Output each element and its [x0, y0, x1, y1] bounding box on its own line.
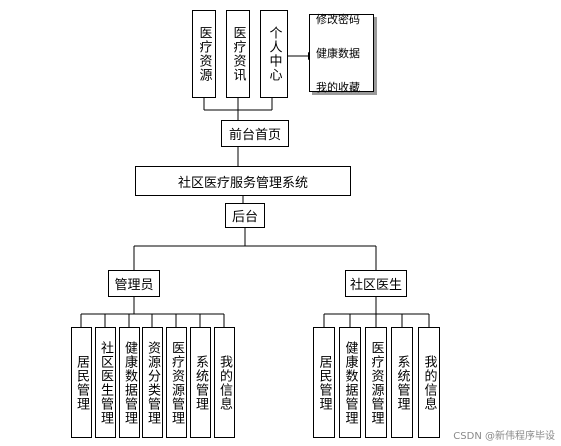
front-home-node: 前台首页	[221, 120, 289, 147]
doctor-module-medical-resource-management: 医疗资源管理	[365, 327, 387, 438]
watermark-text: CSDN @新伟程序毕设	[453, 431, 555, 442]
admin-module-my-info: 我的信息	[214, 327, 235, 438]
doctor-module-health-data-management: 健康数据管理	[339, 327, 361, 438]
front-module-medical-news: 医疗资讯	[226, 10, 250, 98]
admin-module-health-data-management: 健康数据管理	[119, 327, 140, 438]
admin-node: 管理员	[108, 270, 160, 297]
doctor-module-my-info: 我的信息	[418, 327, 440, 438]
doctor-node: 社区医生	[345, 270, 407, 297]
doctor-module-resident-management: 居民管理	[313, 327, 335, 438]
personal-sub-list: 修改密码 健康数据 我的收藏	[316, 0, 360, 113]
system-title-node: 社区医疗服务管理系统	[135, 166, 351, 196]
front-module-personal-center: 个人中心	[260, 10, 288, 98]
personal-sub-item: 修改密码	[316, 12, 360, 26]
backend-node: 后台	[225, 203, 265, 228]
admin-module-system-management: 系统管理	[190, 327, 211, 438]
personal-center-sub-items: 修改密码 健康数据 我的收藏	[309, 13, 374, 94]
personal-sub-item: 我的收藏	[316, 80, 360, 94]
admin-module-resource-category-management: 资源分类管理	[142, 327, 163, 438]
personal-sub-item: 健康数据	[316, 46, 360, 60]
front-module-medical-resources: 医疗资源	[192, 10, 216, 98]
admin-module-medical-resource-management: 医疗资源管理	[166, 327, 187, 438]
admin-module-resident-management: 居民管理	[71, 327, 92, 438]
admin-module-doctor-management: 社区医生管理	[95, 327, 116, 438]
doctor-module-system-management: 系统管理	[391, 327, 413, 438]
